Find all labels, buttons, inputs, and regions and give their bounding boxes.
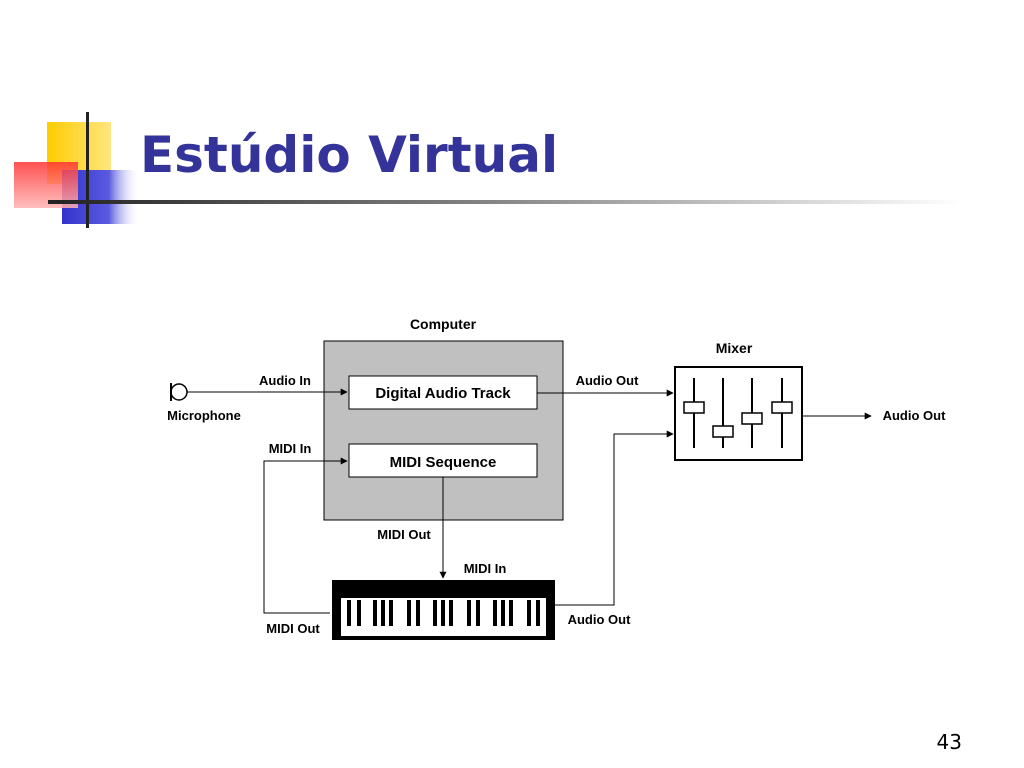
microphone-icon <box>170 383 188 401</box>
midi-in-computer-label: MIDI In <box>269 441 312 456</box>
audio-out-mixer-label: Audio Out <box>883 408 946 423</box>
digital-audio-track-label: Digital Audio Track <box>375 385 511 402</box>
slide-title: Estúdio Virtual <box>140 126 559 184</box>
midi-in-keyboard-label: MIDI In <box>464 561 507 576</box>
computer-label: Computer <box>410 316 477 332</box>
mixer-label: Mixer <box>716 340 753 356</box>
audio-out-keyboard-connection <box>555 430 674 606</box>
midi-sequence-box <box>348 443 538 478</box>
deco-vertical-line <box>86 112 89 228</box>
page-number: 43 <box>936 730 962 754</box>
microphone-label: Microphone <box>167 408 241 423</box>
audio-in-label: Audio In <box>259 373 311 388</box>
midi-out-keyboard-label: MIDI Out <box>266 621 320 636</box>
mixer-faders-icon <box>683 378 793 448</box>
digital-audio-track-box <box>348 375 538 410</box>
audio-out-keyboard-label: Audio Out <box>568 612 631 627</box>
midi-sequence-label: MIDI Sequence <box>390 454 497 471</box>
audio-out-computer-label: Audio Out <box>576 373 639 388</box>
keyboard-icon <box>332 580 555 640</box>
midi-in-computer-connection <box>263 457 348 614</box>
corner-decoration <box>14 112 960 228</box>
title-underline <box>48 200 960 204</box>
midi-out-computer-label: MIDI Out <box>377 527 431 542</box>
